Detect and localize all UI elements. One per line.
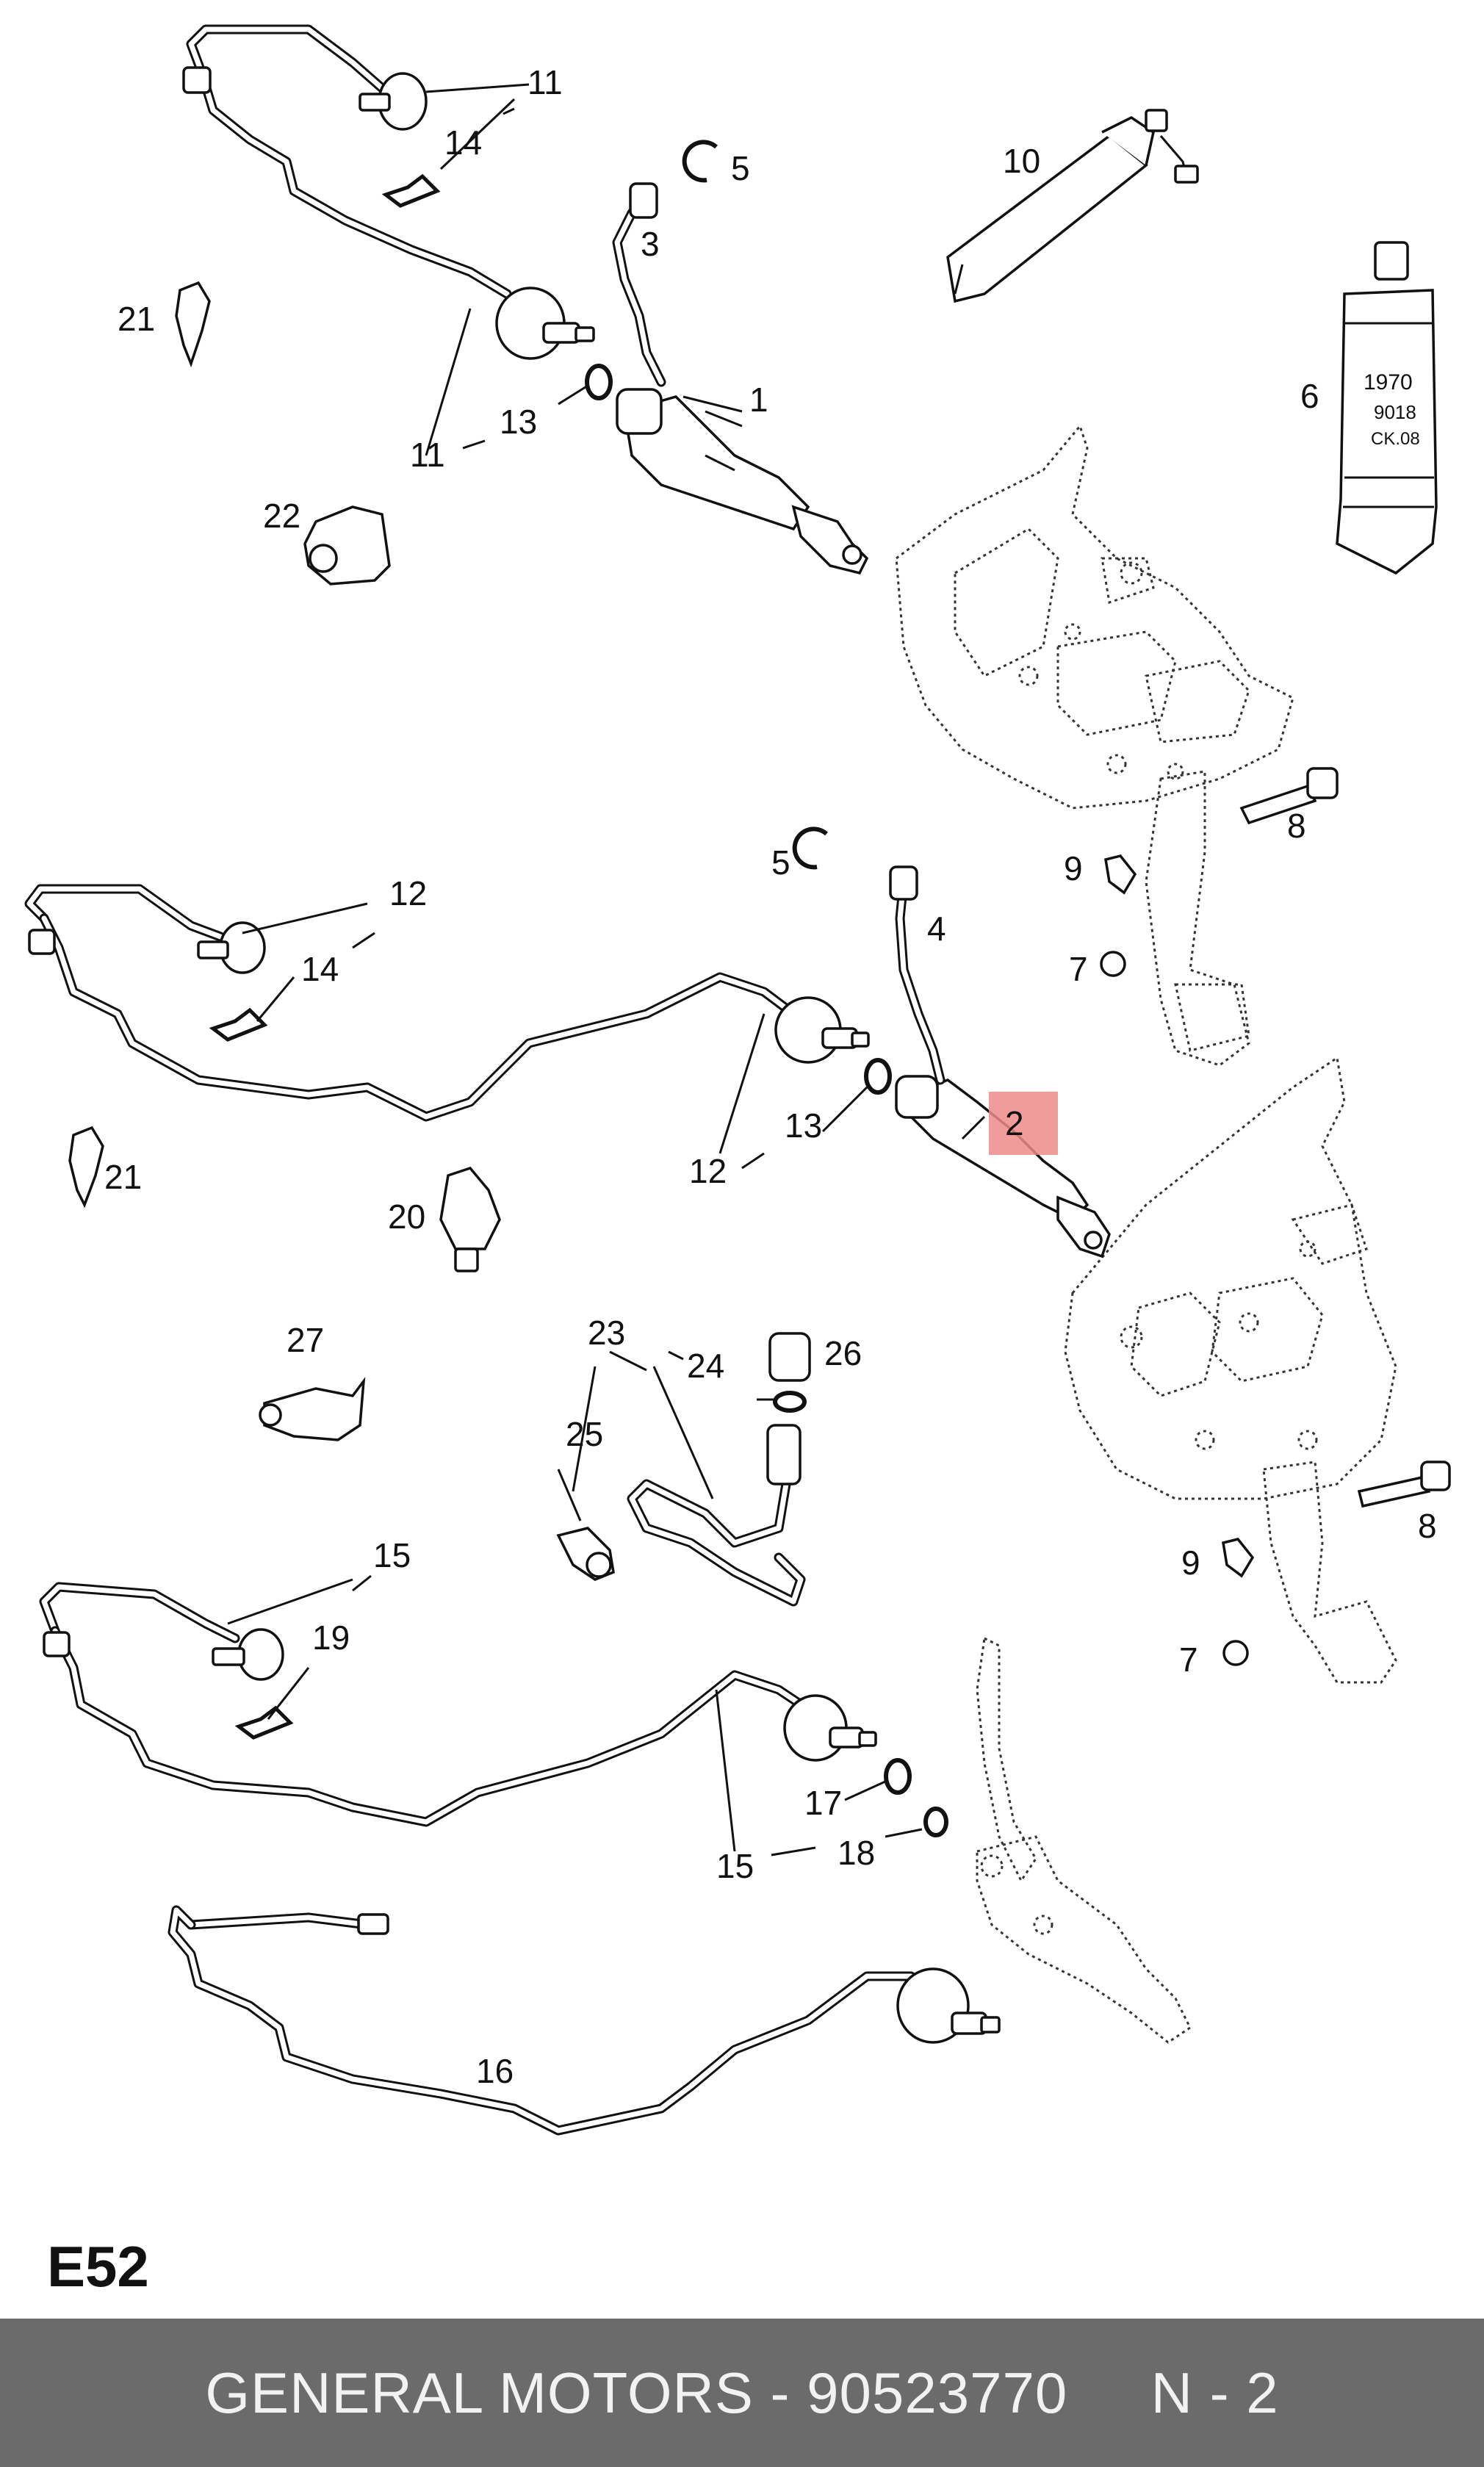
callout-labels: 11 14 5 10 3 21 6 1 13 11 22 8 9 5 12 4 …	[104, 63, 1437, 2090]
callout-6: 6	[1300, 377, 1319, 415]
seal-13-top	[585, 364, 613, 400]
callout-24: 24	[687, 1347, 724, 1385]
master-cylinder-1	[612, 182, 869, 575]
callout-7: 7	[1069, 950, 1088, 988]
callout-4: 4	[927, 910, 946, 948]
seal-13-mid	[864, 1058, 892, 1095]
hydraulic-pipe-15	[39, 1582, 877, 1827]
leader-lines	[227, 83, 986, 1856]
highlighted-callout-box	[989, 1092, 1058, 1155]
bleeding-tool-10	[946, 109, 1199, 303]
callout-27: 27	[287, 1321, 324, 1359]
clip-14-mid	[209, 1007, 268, 1042]
callout-25: 25	[566, 1415, 603, 1453]
callout-12: 12	[689, 1152, 727, 1190]
seal-18	[923, 1807, 948, 1837]
tube-print-line-2: 9018	[1374, 401, 1416, 423]
callout-21: 21	[118, 300, 155, 338]
callout-26: 26	[824, 1334, 862, 1372]
callout-8: 8	[1287, 807, 1306, 845]
callout-5: 5	[771, 843, 790, 882]
clip-9-mid	[1222, 1538, 1255, 1578]
callout-19: 19	[312, 1618, 350, 1657]
footer-part-number: GENERAL MOTORS - 90523770 N - 2	[205, 2360, 1279, 2425]
seal-17	[884, 1758, 912, 1795]
pedal-box-upper	[895, 423, 1294, 1067]
callout-20: 20	[388, 1198, 425, 1236]
callout-9: 9	[1064, 849, 1083, 887]
callout-22: 22	[263, 497, 300, 535]
callout-2: 2	[1005, 1104, 1024, 1142]
footer-bar: GENERAL MOTORS - 90523770 N - 2	[0, 2319, 1484, 2467]
circlip-5-top	[682, 140, 718, 183]
grease-tube-6: 1970 9018 CK.08	[1336, 241, 1438, 575]
pedal-box-lower	[1064, 1056, 1397, 1684]
callout-23: 23	[588, 1314, 625, 1352]
callout-21: 21	[104, 1158, 142, 1196]
callout-11: 11	[527, 63, 563, 101]
nut-7-mid	[1222, 1640, 1249, 1666]
clutch-parts-diagram: 1970 9018 CK.08	[24, 24, 1451, 2136]
clip-9-top	[1104, 854, 1137, 895]
callout-1: 1	[749, 381, 768, 419]
hydraulic-pipe-16	[168, 1905, 1001, 2136]
callout-18: 18	[838, 1834, 875, 1872]
callout-10: 10	[1003, 142, 1040, 180]
clip-19	[234, 1705, 294, 1740]
hydraulic-pipe-11	[182, 24, 595, 360]
diagram-code: E52	[47, 2234, 149, 2299]
callout-13: 13	[785, 1106, 822, 1145]
callout-16: 16	[476, 2052, 514, 2090]
bushing-26	[768, 1332, 811, 1382]
seal-24	[773, 1391, 807, 1413]
hydraulic-pipe-12	[24, 884, 870, 1122]
nut-7-top	[1100, 951, 1126, 977]
clip-14-top	[381, 173, 441, 208]
bracket-21-mid	[68, 1126, 104, 1209]
callout-9: 9	[1181, 1544, 1200, 1582]
callout-17: 17	[804, 1784, 842, 1822]
callout-5: 5	[731, 149, 750, 187]
tube-print-line-1: 1970	[1364, 370, 1413, 395]
bracket-21-top	[175, 281, 211, 368]
bolt-8-top	[1239, 784, 1317, 825]
circlip-5-mid	[792, 826, 828, 870]
bolt-8-mid	[1357, 1474, 1431, 1508]
callout-7: 7	[1179, 1641, 1198, 1679]
callout-14: 14	[444, 123, 482, 162]
callout-8: 8	[1418, 1507, 1437, 1545]
pipe-23	[627, 1479, 806, 1607]
callout-15: 15	[373, 1536, 411, 1574]
clip-20	[439, 1166, 501, 1250]
callout-11: 11	[410, 436, 445, 474]
clutch-cylinder-2	[889, 865, 1111, 1258]
callout-3: 3	[641, 225, 660, 263]
callout-12: 12	[389, 874, 427, 912]
fitting-27	[263, 1377, 366, 1441]
callout-14: 14	[301, 950, 339, 988]
tube-print-line-3: CK.08	[1371, 429, 1420, 449]
callout-13: 13	[500, 403, 537, 441]
clutch-cylinder-dotted	[976, 1636, 1192, 2044]
callout-15: 15	[716, 1847, 754, 1885]
